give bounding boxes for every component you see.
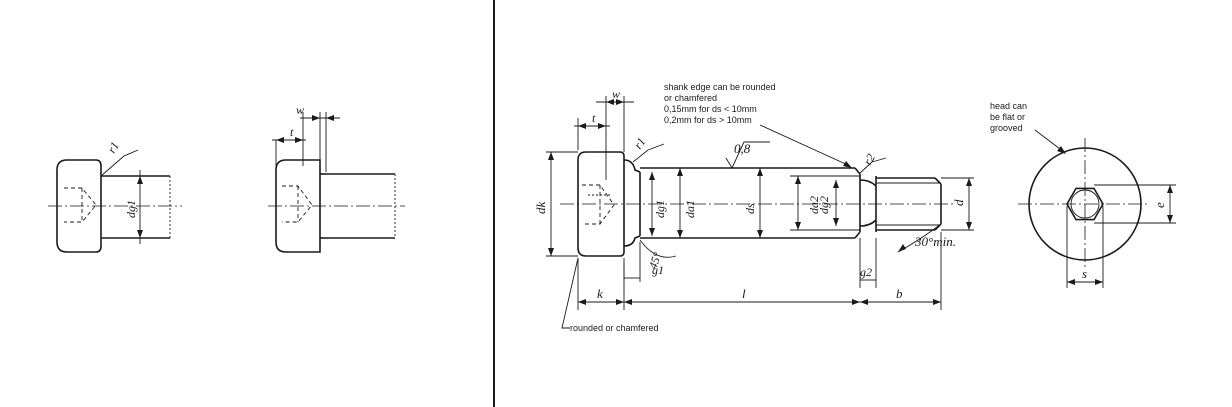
- ds-label: ds: [743, 203, 757, 214]
- r1-label: r1: [104, 139, 121, 155]
- l-label: l: [742, 286, 746, 301]
- r1-main-label: r1: [631, 135, 649, 152]
- end-view: e s head can be flat or grooved: [990, 101, 1176, 288]
- head-note-line1: head can: [990, 101, 1027, 111]
- rounded-note: rounded or chamfered: [570, 323, 659, 333]
- da1-label: da1: [683, 200, 697, 218]
- b-label: b: [896, 286, 903, 301]
- shank-note-line1: shank edge can be rounded: [664, 82, 776, 92]
- e-label: e: [1152, 202, 1167, 208]
- head-note-line2: be flat or: [990, 112, 1025, 122]
- detail-left-view: dg1 r1: [48, 139, 182, 253]
- angle45-label: 45°: [646, 250, 665, 271]
- shank-note-line4: 0,2mm for ds > 10mm: [664, 115, 752, 125]
- head-note-line3: grooved: [990, 123, 1023, 133]
- t-label-mid: t: [290, 125, 294, 139]
- dk-label: dk: [533, 202, 548, 215]
- s-label: s: [1082, 266, 1087, 281]
- shank-note-line2: or chamfered: [664, 93, 717, 103]
- dg2-label: dg2: [817, 196, 831, 214]
- g1-label: g1: [652, 263, 664, 277]
- detail-mid-view: t w: [268, 103, 405, 253]
- main-bolt-view: dk dg1 da1 ds da2 dg2 d t w: [533, 82, 974, 333]
- shank-note-line3: 0,15mm for ds < 10mm: [664, 104, 757, 114]
- k-label: k: [597, 286, 603, 301]
- angle30-label: 30°min.: [914, 234, 956, 249]
- t-label-main: t: [592, 111, 596, 125]
- dg1-label: dg1: [124, 200, 138, 218]
- dg1-main-label: dg1: [653, 200, 667, 218]
- d-label: d: [951, 199, 966, 206]
- w-label-main: w: [612, 87, 620, 101]
- w-label-mid: w: [296, 103, 304, 117]
- g2-label: g2: [860, 265, 872, 279]
- surface-label: 0,8: [734, 141, 751, 156]
- da2-label: da2: [807, 196, 821, 214]
- r2-label: r2: [860, 151, 877, 167]
